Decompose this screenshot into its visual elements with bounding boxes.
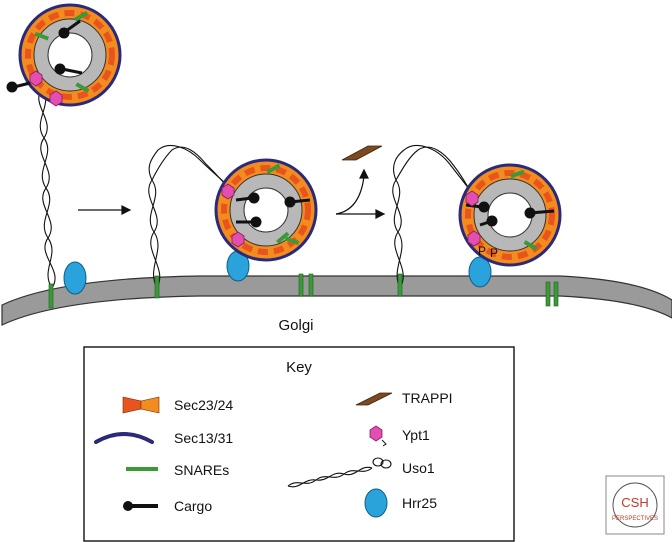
snare-5 [397, 273, 403, 297]
hrr25-3 [468, 256, 492, 288]
vesicle-1 [6, 3, 122, 107]
hrr25-icon [364, 488, 388, 518]
golgi-snares [48, 273, 559, 309]
snare-4 [308, 273, 314, 297]
snare-3 [298, 273, 304, 297]
vesicle-2 [214, 158, 318, 262]
uso1-tether-3 [392, 145, 473, 289]
key-label-sec23-24: Sec23/24 [174, 397, 233, 413]
key-label-hrr25: Hrr25 [402, 495, 437, 511]
step-arrow-2 [335, 168, 386, 219]
snare-6 [545, 281, 551, 307]
golgi-label: Golgi [278, 317, 313, 334]
key-label-uso1: Uso1 [402, 460, 435, 476]
hrr25-1 [63, 261, 87, 295]
uso1-icon [287, 457, 392, 488]
sec23-24-icon [122, 396, 160, 414]
snare-7 [553, 281, 559, 307]
key-label-sec13-31: Sec13/31 [174, 430, 233, 446]
step-arrow-1 [78, 205, 132, 215]
logo-bottom-text: PERSPECTIVES [612, 516, 658, 522]
snare-2 [154, 275, 160, 299]
key-box [83, 346, 515, 542]
key-label-snares: SNAREs [174, 462, 229, 478]
logo-top-text: CSH [621, 495, 648, 510]
vesicle-3: P P [458, 163, 562, 267]
key-title: Key [286, 359, 312, 376]
golgi-membrane [1, 275, 672, 326]
key-label-trappi: TRAPPI [402, 390, 453, 406]
key-label-ypt1: Ypt1 [402, 427, 430, 443]
uso1-tether-1 [38, 87, 56, 289]
snare-icon [126, 467, 158, 471]
trappi-released [341, 145, 383, 161]
cargo-icon [123, 501, 158, 511]
sec13-31-icon [94, 432, 154, 444]
snare-1 [48, 283, 54, 309]
csh-perspectives-logo: CSH PERSPECTIVES [605, 475, 665, 535]
phospho-label-1: P [478, 244, 486, 258]
phospho-label-2: P [490, 246, 498, 260]
uso1-tether-2 [148, 145, 231, 289]
trappi-icon [355, 392, 393, 406]
ypt1-icon [369, 425, 387, 447]
key-label-cargo: Cargo [174, 498, 212, 514]
